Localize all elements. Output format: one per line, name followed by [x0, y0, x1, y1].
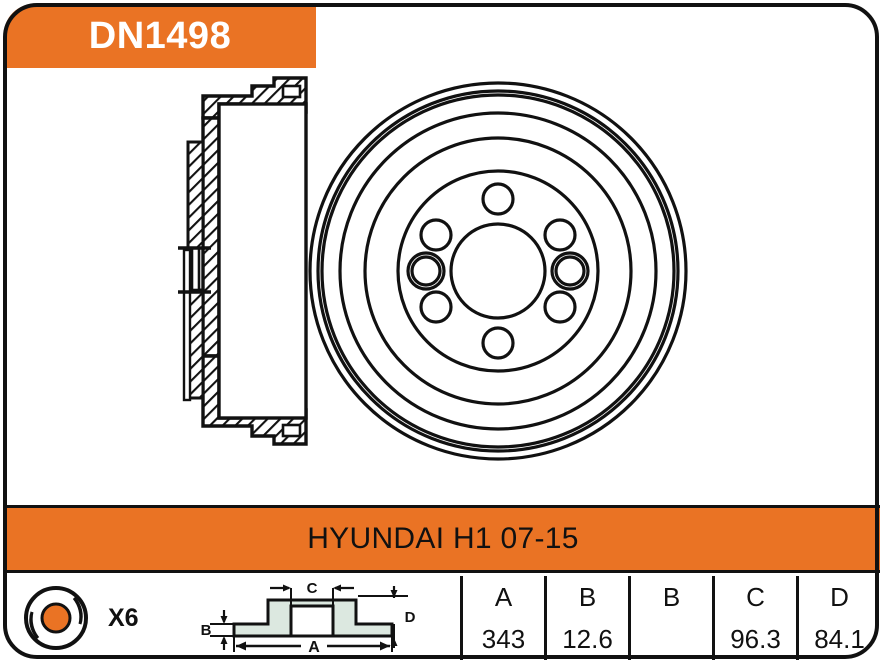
dimension-header: B	[578, 581, 597, 612]
dimension-value: 343	[481, 623, 526, 654]
technical-drawing-area	[6, 68, 880, 504]
drum-profile-diagram: C B D	[201, 580, 416, 656]
vehicle-application-label: HYUNDAI H1 07-15	[307, 522, 579, 555]
dimension-header: A	[494, 581, 513, 612]
bolt-pattern-cell: X6	[6, 576, 188, 660]
dimension-header: C	[746, 581, 765, 612]
dimension-header: D	[830, 581, 849, 612]
dimension-value: 84.1	[814, 623, 865, 654]
profile-label-d: D	[405, 609, 416, 626]
dimension-value	[631, 618, 712, 660]
profile-diagram-cell: C B D	[188, 576, 460, 660]
bolt-hole-group	[419, 182, 577, 360]
dimension-column: D 84.1	[799, 576, 880, 660]
brake-drum-cross-section	[178, 76, 308, 446]
vehicle-application-band: HYUNDAI H1 07-15	[6, 505, 880, 573]
dimension-column: B 12.6	[547, 576, 631, 660]
dimension-column: B	[631, 576, 715, 660]
dimension-value: 12.6	[562, 623, 613, 654]
profile-label-a: A	[308, 639, 320, 656]
dimension-column: A 343	[463, 576, 547, 660]
profile-label-b: B	[201, 622, 212, 639]
wheel-hub-icon	[24, 586, 88, 650]
part-number-label: DN1498	[88, 14, 232, 57]
specification-strip: X6 C	[6, 576, 880, 660]
dimension-value: 96.3	[730, 623, 781, 654]
profile-label-c: C	[307, 580, 318, 597]
brake-drum-drawing	[178, 76, 688, 461]
locating-hole-group	[406, 251, 590, 291]
dimension-header: B	[662, 581, 681, 612]
part-number-band	[4, 4, 316, 68]
dimension-column: C 96.3	[715, 576, 799, 660]
brake-drum-front-view	[308, 81, 688, 461]
bolt-count-label: X6	[108, 603, 139, 632]
dimension-table: A 343 B 12.6 B C 96.3 D 84.1	[460, 576, 880, 660]
